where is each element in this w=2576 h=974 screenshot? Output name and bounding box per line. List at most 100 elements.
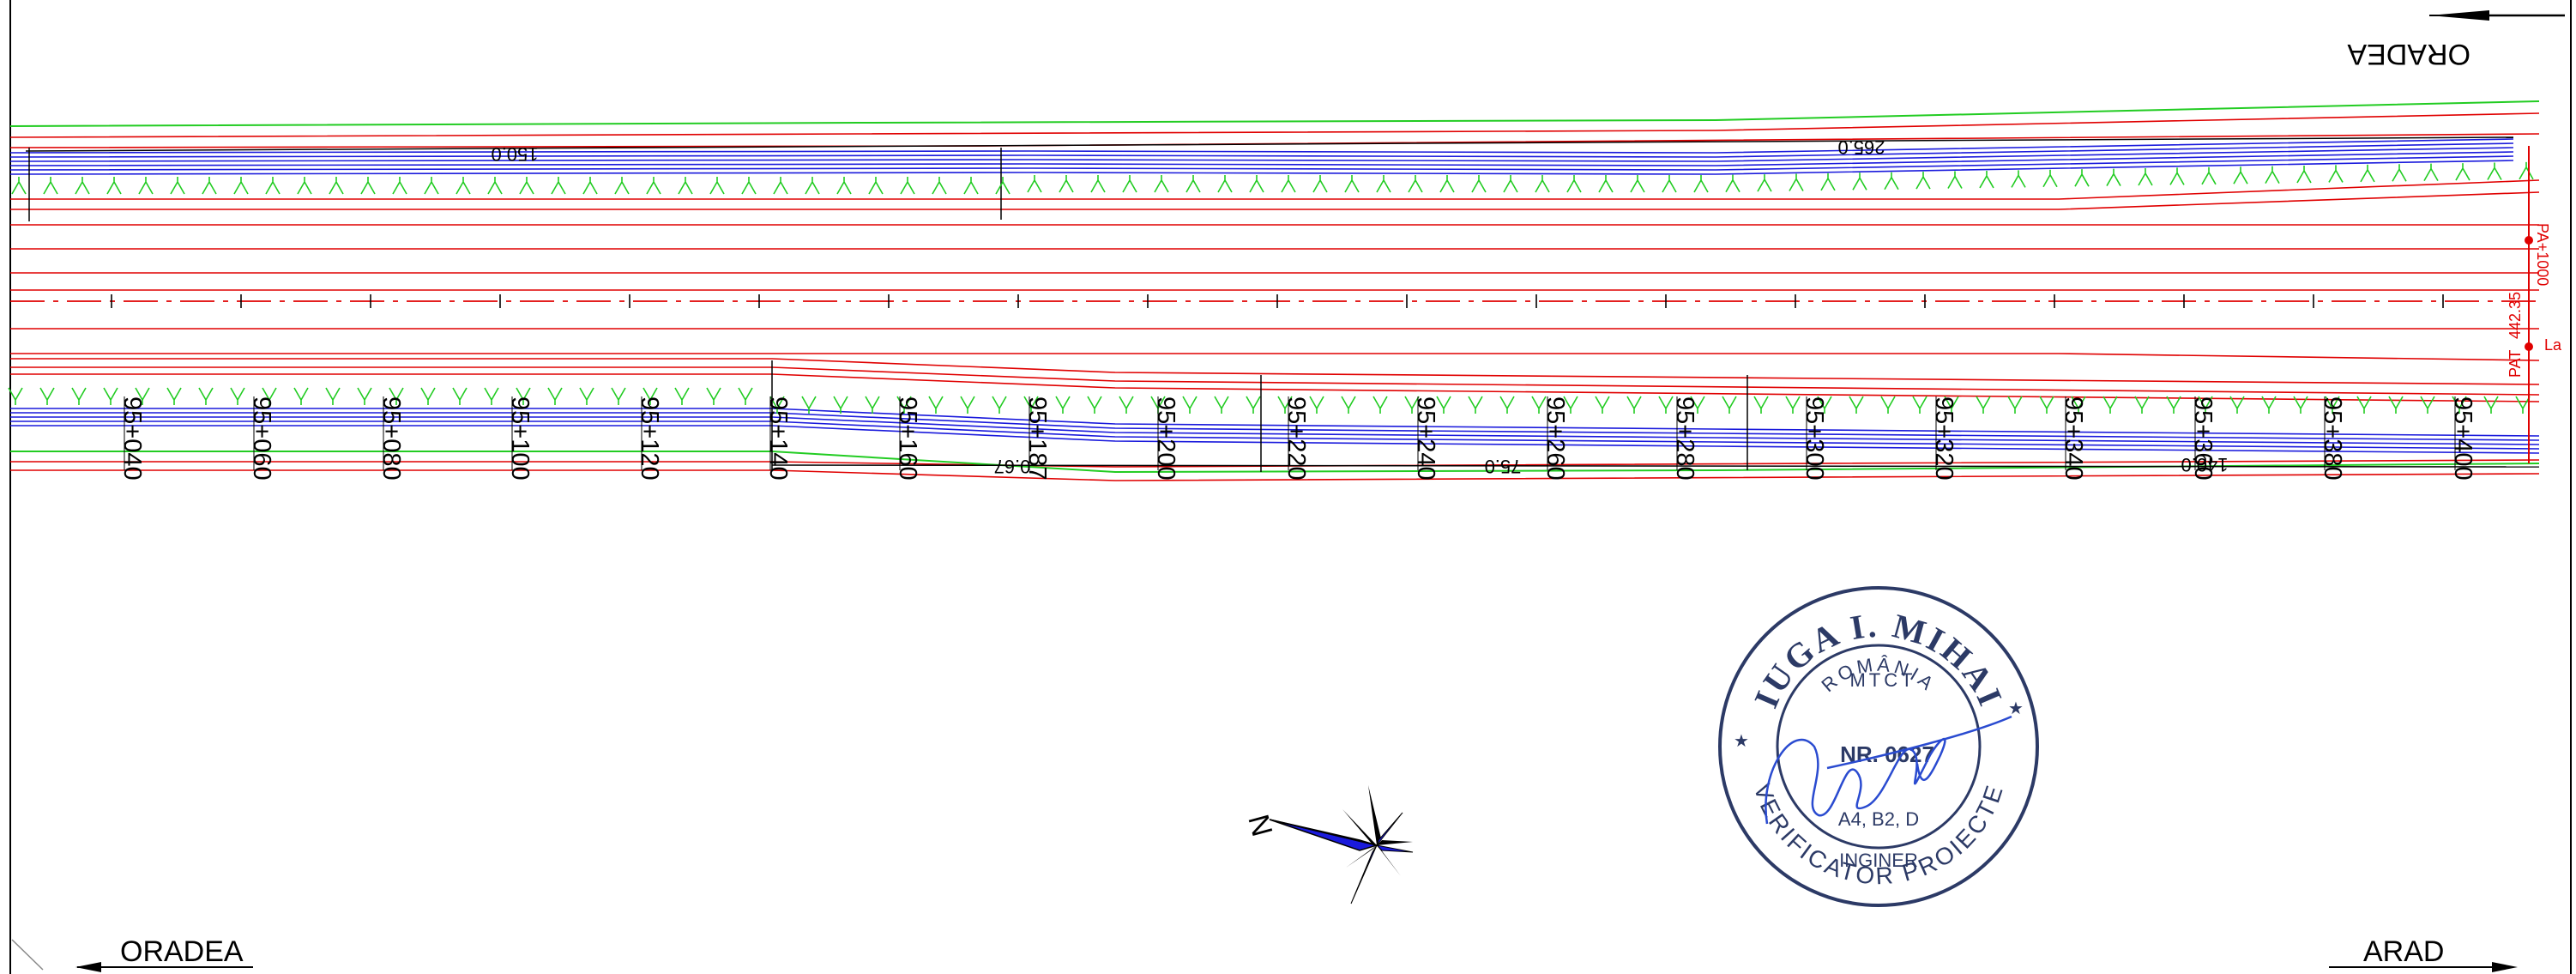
- slope-symbol: [1817, 396, 1832, 414]
- slope-symbol: [1852, 172, 1867, 191]
- slope-symbol: [1693, 175, 1709, 193]
- slope-symbol: [2166, 396, 2181, 414]
- slope-symbol: [2388, 396, 2404, 414]
- slope-symbol: [932, 177, 947, 195]
- slope-symbol: [805, 177, 820, 195]
- slope-symbol: [2169, 167, 2185, 185]
- slope-symbol: [2423, 163, 2439, 182]
- bottom-slope-symbols: [8, 387, 2531, 414]
- slope-symbol: [1722, 396, 1737, 414]
- slope-symbol: [135, 387, 150, 405]
- edge-label-c: 442.35: [2507, 292, 2524, 339]
- slope-symbol: [1626, 396, 1642, 414]
- station-label: 95+187: [1023, 396, 1051, 481]
- stamp-role: INGINER: [1839, 850, 1918, 871]
- slope-symbol: [297, 177, 312, 195]
- slope-symbol: [71, 387, 87, 405]
- slope-symbol: [2102, 396, 2118, 414]
- slope-symbol: [900, 177, 915, 195]
- slope-symbol: [1753, 396, 1769, 414]
- direction-bottom-left-label: ORADEA: [120, 935, 244, 968]
- station-label: 95+380: [2319, 396, 2346, 481]
- slope-symbol: [329, 177, 344, 195]
- slope-symbol: [2074, 169, 2090, 187]
- slope-symbol: [1027, 175, 1042, 193]
- slope-symbol: [963, 177, 979, 195]
- slope-symbol: [1503, 175, 1518, 193]
- slope-symbol: [1404, 396, 1420, 414]
- stamp-categories: A4, B2, D: [1838, 808, 1919, 830]
- slope-symbol: [357, 387, 372, 405]
- slope-symbol: [484, 387, 499, 405]
- slope-symbol: [138, 177, 154, 195]
- slope-symbol: [1912, 396, 1927, 414]
- station-label: 95+260: [1541, 396, 1569, 481]
- slope-symbol: [2296, 166, 2312, 184]
- right-edge-marker: PA+1000 PAT 442.35 La: [2507, 146, 2562, 463]
- slope-symbol: [646, 177, 661, 195]
- slope-symbol: [2356, 396, 2372, 414]
- slope-symbol: [1281, 175, 1296, 193]
- slope-symbol: [551, 177, 566, 195]
- station-label: 95+300: [1801, 396, 1828, 481]
- slope-symbol: [1344, 175, 1360, 193]
- slope-symbol: [1535, 175, 1550, 193]
- frame-corner: [11, 939, 44, 971]
- slope-symbol: [424, 177, 439, 195]
- engineer-stamp: IUGA I. MIHAI VERIFICATOR PROIECTE ROMÂN…: [1718, 586, 2039, 907]
- slope-symbol: [709, 177, 725, 195]
- slope-symbol: [1468, 396, 1483, 414]
- slope-symbol: [1947, 171, 1963, 189]
- station-label: 95+220: [1282, 396, 1310, 481]
- slope-symbol: [8, 387, 23, 405]
- centerline-ticks: [111, 294, 2444, 308]
- station-label: 95+100: [506, 396, 534, 481]
- station-label: 95+160: [894, 396, 921, 481]
- station-label: 95+240: [1412, 396, 1439, 481]
- slope-symbol: [579, 387, 594, 405]
- slope-symbol: [2261, 396, 2277, 414]
- slope-symbol: [2042, 169, 2058, 188]
- bottom-ditch: [10, 408, 2540, 454]
- slope-symbol: [1785, 396, 1801, 414]
- top-ditch: [9, 138, 2514, 175]
- slope-symbol: [2328, 165, 2344, 183]
- slope-symbol: [1880, 396, 1896, 414]
- signature: [1765, 715, 2012, 825]
- slope-symbol: [1059, 175, 1074, 193]
- slope-symbol: [1944, 396, 1959, 414]
- slope-symbol: [2392, 164, 2407, 182]
- station-label: 95+280: [1671, 396, 1698, 481]
- slope-symbol: [1789, 173, 1804, 191]
- dim-top-left: 150.0: [491, 143, 538, 165]
- slope-symbol: [1566, 175, 1582, 193]
- dim-top-right: 265.0: [1837, 136, 1885, 158]
- slope-symbol: [39, 387, 55, 405]
- slope-symbol: [833, 396, 848, 414]
- slope-symbol: [1630, 175, 1645, 193]
- slope-symbol: [2138, 167, 2153, 186]
- slope-symbol: [389, 387, 404, 405]
- direction-top-right-label: ORADEA: [2347, 38, 2470, 70]
- station-label: 95+080: [377, 396, 405, 481]
- edge-label-a: PA+1000: [2534, 223, 2551, 286]
- slope-symbol: [516, 387, 531, 405]
- top-embankment-edge: [9, 100, 2540, 127]
- slope-symbol: [293, 387, 309, 405]
- slope-symbol: [2198, 396, 2213, 414]
- slope-symbol: [265, 177, 281, 195]
- station-label: 95+320: [1930, 396, 1958, 481]
- slope-symbol: [2519, 161, 2534, 180]
- slope-symbol: [741, 177, 757, 195]
- slope-symbol: [547, 387, 563, 405]
- slope-symbol: [2265, 166, 2280, 185]
- svg-text:★: ★: [1734, 732, 1749, 751]
- slope-symbol: [230, 387, 245, 405]
- bottom-road-edges: [10, 328, 2540, 481]
- slope-symbol: [1595, 396, 1610, 414]
- slope-symbol: [2483, 396, 2499, 414]
- slope-symbol: [2229, 396, 2245, 414]
- slope-symbol: [106, 177, 122, 195]
- slope-symbol: [2515, 396, 2531, 414]
